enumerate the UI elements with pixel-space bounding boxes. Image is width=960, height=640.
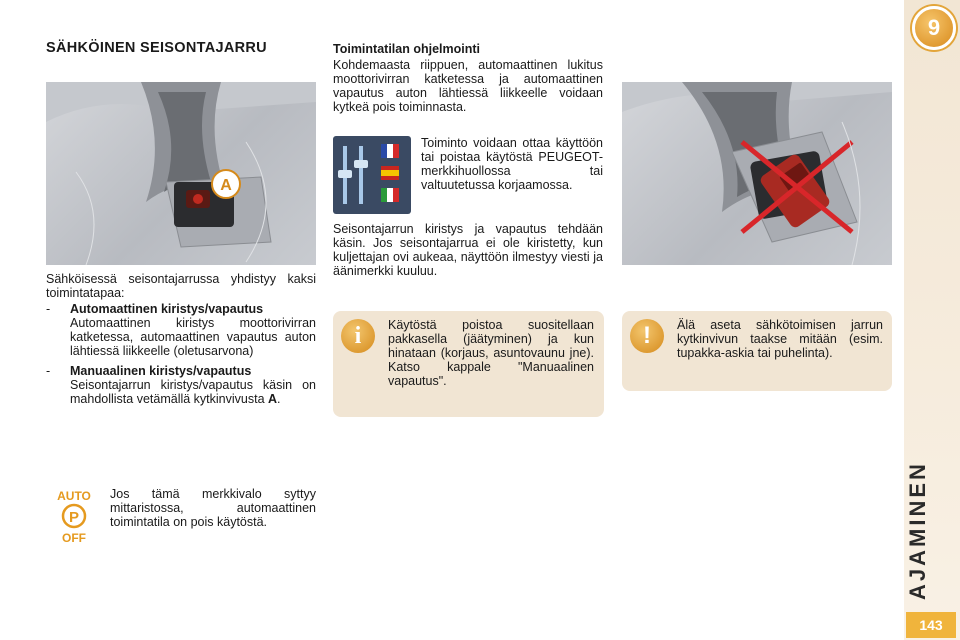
info-icon: i	[341, 319, 375, 353]
list-item-title: Manuaalinen kiristys/vapautus	[70, 364, 252, 378]
callout-letter-a: A	[220, 177, 232, 194]
list-item-title: Automaattinen kiristys/vapautus	[70, 302, 264, 316]
list-item-body: Seisontajarrun kiristys/vapautus käsin o…	[70, 378, 316, 406]
info-note-text: Käytöstä poistoa suositellaan pakkasella…	[388, 318, 594, 388]
warning-note-text: Älä aseta sähkötoimisen jarrun kytkinviv…	[677, 318, 883, 360]
auto-off-warning-icon: AUTO P OFF	[52, 488, 96, 545]
parking-brake-photo: A	[46, 82, 316, 265]
info-note: i Käytöstä poistoa suositellaan pakkasel…	[333, 311, 604, 417]
programming-heading: Toimintatilan ohjelmointi	[333, 42, 480, 56]
list-dash: -	[46, 364, 51, 378]
section-heading: SÄHKÖINEN SEISONTAJARRU	[46, 40, 267, 56]
settings-flags-icon	[333, 136, 411, 214]
warning-icon: !	[630, 319, 664, 353]
warning-note: ! Älä aseta sähkötoimisen jarrun kytkinv…	[622, 311, 892, 391]
do-not-place-photo	[622, 82, 892, 265]
svg-text:AUTO: AUTO	[57, 489, 91, 503]
programming-intro: Kohdemaasta riippuen, automaattinen luki…	[333, 58, 603, 114]
svg-text:P: P	[69, 509, 79, 526]
auto-off-text: Jos tämä merkkivalo syttyy mittaristossa…	[110, 487, 316, 529]
list-item: - Automaattinen kiristys/vapautus Automa…	[46, 302, 316, 358]
manual-mode-text: Seisontajarrun kiristys ja vapautus tehd…	[333, 222, 603, 278]
column1-intro: Sähköisessä seisontajarrussa yhdistyy ka…	[46, 272, 316, 300]
mode-list: - Automaattinen kiristys/vapautus Automa…	[46, 302, 316, 412]
dealer-settings-text: Toiminto voidaan ottaa käyttöön tai pois…	[421, 136, 603, 192]
chapter-title: AJAMINEN	[905, 461, 931, 600]
svg-text:OFF: OFF	[62, 531, 86, 544]
chapter-sidebar	[904, 0, 960, 640]
list-item-body: Automaattinen kiristys moottorivirran ka…	[70, 316, 316, 358]
list-dash: -	[46, 302, 51, 316]
lever-letter: A	[268, 392, 278, 406]
page-number: 143	[906, 612, 956, 638]
list-item: - Manuaalinen kiristys/vapautus Seisonta…	[46, 364, 316, 406]
chapter-number-badge: 9	[912, 6, 956, 50]
